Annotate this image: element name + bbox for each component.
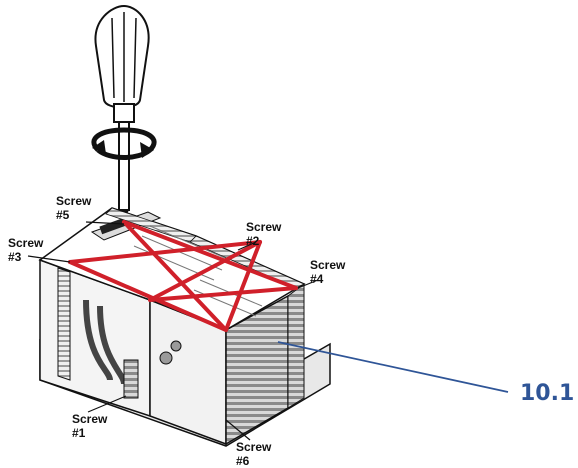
screw-6-number: #6 — [236, 454, 250, 468]
screw-6-name: Screw — [236, 440, 272, 454]
screw-5-number: #5 — [56, 208, 70, 222]
screw-4-label: Screw #4 — [310, 258, 345, 286]
screw-1-name: Screw — [72, 412, 108, 426]
tightening-sequence-lines — [68, 220, 298, 332]
label-leaders — [27, 221, 319, 441]
screw-5-name: Screw — [56, 194, 92, 208]
screw-3-name: Screw — [8, 236, 44, 250]
screw-2-label: Screw #2 — [246, 220, 281, 248]
callout-leader-line — [277, 341, 509, 393]
screw-4-name: Screw — [310, 258, 346, 272]
screw-3-number: #3 — [8, 250, 22, 264]
screw-6-label: Screw #6 — [236, 440, 271, 468]
screw-3-label: Screw #3 — [8, 236, 43, 264]
rotation-arrow-icon — [91, 127, 157, 160]
screw-4-number: #4 — [310, 272, 324, 286]
screwdriver-icon — [94, 4, 150, 220]
screw-2-name: Screw — [246, 220, 282, 234]
callout-number: 10.1 — [520, 381, 575, 406]
heatsink — [38, 207, 331, 447]
screw-2-number: #2 — [246, 234, 260, 248]
screw-1-number: #1 — [72, 426, 86, 440]
screw-5-label: Screw #5 — [56, 194, 91, 222]
screw-1-label: Screw #1 — [72, 412, 107, 440]
